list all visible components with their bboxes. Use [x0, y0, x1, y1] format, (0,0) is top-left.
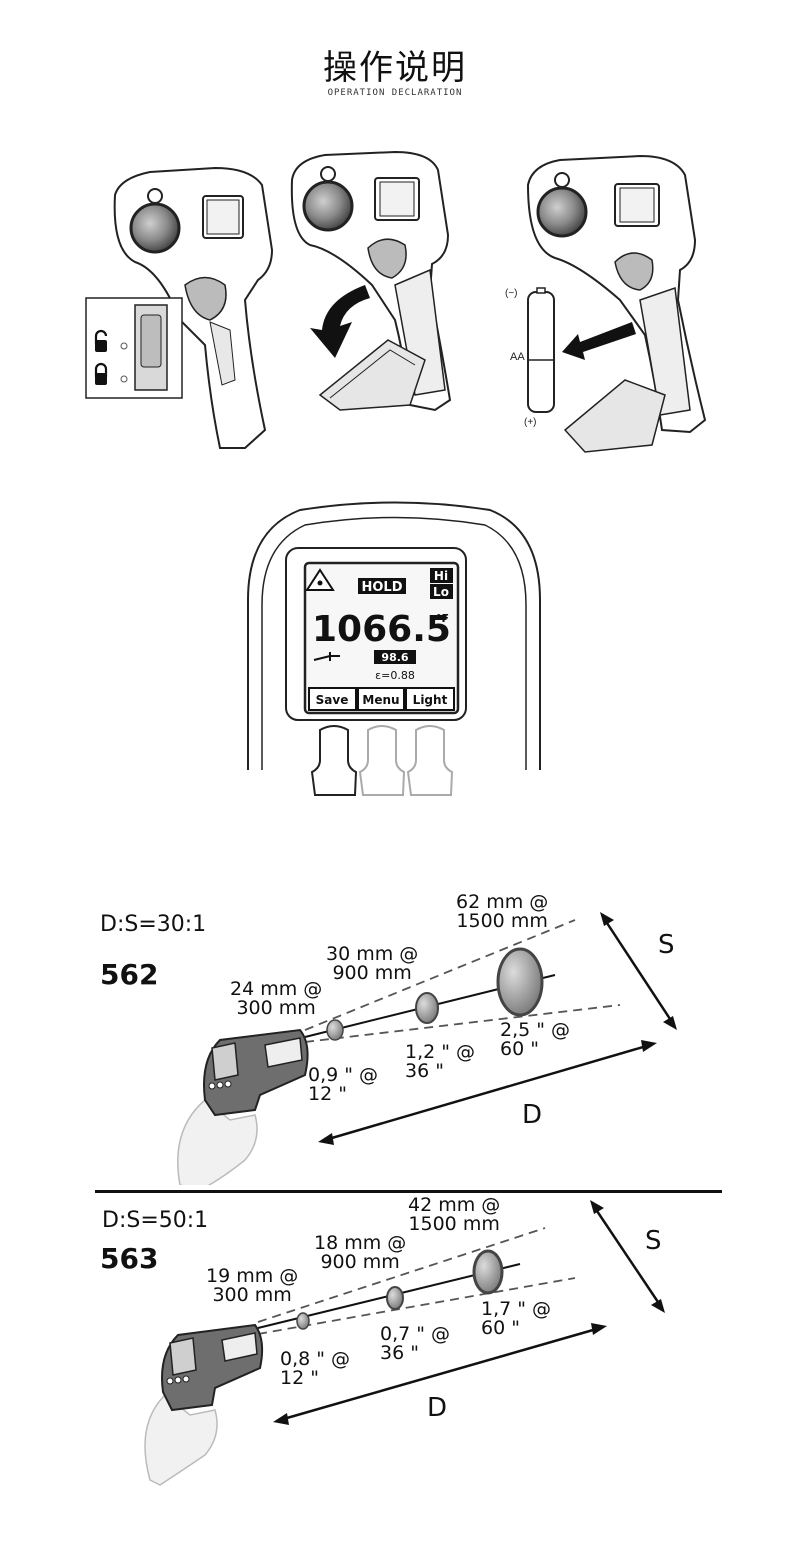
- hold-badge-bg: [358, 578, 406, 594]
- lo-alarm-badge: Lo: [433, 585, 449, 599]
- battery-plus-label: (+): [524, 417, 537, 428]
- page-title: 操作说明: [323, 48, 467, 88]
- thermometer-in-hand: [144, 1323, 264, 1486]
- ds-ratio-563: D:S=50:1: [102, 1208, 209, 1233]
- model-563: 563: [100, 1242, 159, 1275]
- imperial-label-near: 0,8 " @12 ": [280, 1348, 351, 1389]
- thermometer-in-hand: [177, 1028, 309, 1185]
- thermometer-illustration-battery: [526, 154, 707, 453]
- softkey-menu: Menu: [362, 693, 399, 707]
- device-display-illustration: HOLD Hi Lo 1066.5 °F 98.6 ε=0.88 Save Me…: [247, 501, 541, 796]
- thermometer-illustration-locked: [113, 166, 274, 449]
- imperial-label-mid: 1,2 " @36 ": [405, 1041, 476, 1082]
- metric-label-far: 42 mm @1500 mm: [408, 1194, 501, 1235]
- imperial-label-mid: 0,7 " @36 ": [380, 1323, 451, 1364]
- metric-label-far: 62 mm @1500 mm: [456, 891, 549, 932]
- hold-badge: HOLD: [361, 580, 402, 595]
- metric-label-near: 19 mm @300 mm: [206, 1265, 299, 1306]
- softkey-light: Light: [413, 693, 448, 707]
- ds-ratio-562: D:S=30:1: [100, 912, 207, 937]
- emissivity-value: ε=0.88: [375, 669, 415, 682]
- section-divider: [95, 1190, 722, 1193]
- imperial-label-far: 1,7 " @60 ": [481, 1298, 552, 1339]
- unlock-icon: [94, 329, 108, 352]
- metric-label-near: 24 mm @300 mm: [230, 978, 323, 1019]
- distance-label: D: [427, 1393, 448, 1423]
- probe-value: 98.6: [381, 651, 408, 664]
- battery-minus-label: (−): [505, 288, 518, 299]
- spot-circle-far: [472, 1249, 504, 1295]
- lock-icon: [94, 362, 108, 385]
- distance-label: D: [522, 1100, 543, 1130]
- spot-size-label: S: [658, 930, 675, 960]
- spot-circle-mid: [386, 1286, 404, 1310]
- page-subtitle: OPERATION DECLARATION: [327, 88, 463, 98]
- spot-diagram-562: [177, 912, 677, 1185]
- imperial-label-far: 2,5 " @60 ": [500, 1019, 571, 1060]
- spot-circle-near: [326, 1019, 344, 1041]
- laser-warning-icon: [305, 568, 335, 591]
- spot-diagram-563: [144, 1200, 665, 1486]
- spot-circle-near: [296, 1312, 310, 1330]
- battery-aa-icon: [527, 287, 555, 413]
- model-562: 562: [100, 958, 159, 991]
- temperature-reading: 1066.5: [312, 609, 451, 650]
- metric-label-mid: 30 mm @900 mm: [326, 943, 419, 984]
- insert-arrow-icon: [562, 322, 636, 360]
- spot-size-label: S: [645, 1226, 662, 1256]
- battery-install-illustrations: (−) AA (+): [85, 150, 707, 453]
- battery-type-label: AA: [510, 351, 525, 363]
- softkey-save: Save: [316, 693, 349, 707]
- lock-inset: [85, 297, 183, 399]
- thermometer-illustration-open: [290, 150, 452, 412]
- softkey-bar: [308, 687, 455, 711]
- metric-label-mid: 18 mm @900 mm: [314, 1232, 407, 1273]
- device-buttons: [310, 725, 454, 796]
- spot-circle-far: [496, 947, 544, 1017]
- temperature-unit: °F: [436, 612, 449, 625]
- probe-icon: [313, 652, 340, 661]
- hi-alarm-badge: Hi: [434, 569, 448, 583]
- rotate-arrow-icon: [310, 285, 370, 358]
- imperial-label-near: 0,9 " @12 ": [308, 1064, 379, 1105]
- spot-circle-mid: [415, 992, 439, 1024]
